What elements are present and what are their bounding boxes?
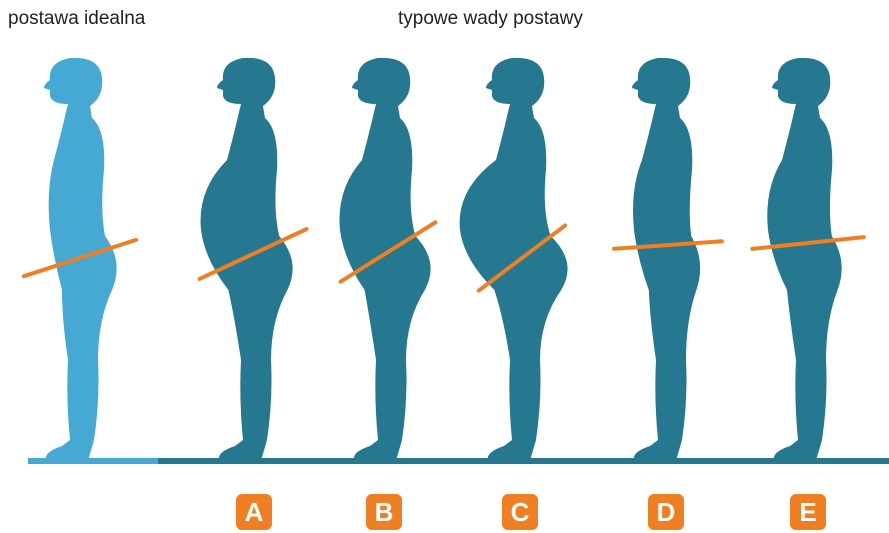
badge-D: D	[648, 494, 684, 530]
figure-D	[632, 58, 700, 460]
badge-E: E	[790, 494, 826, 530]
badge-C: C	[502, 494, 538, 530]
figure-E	[767, 58, 841, 460]
figure-C	[460, 58, 568, 460]
figure-B	[339, 58, 430, 460]
badge-B: B	[366, 494, 402, 530]
badge-A: A	[236, 494, 272, 530]
